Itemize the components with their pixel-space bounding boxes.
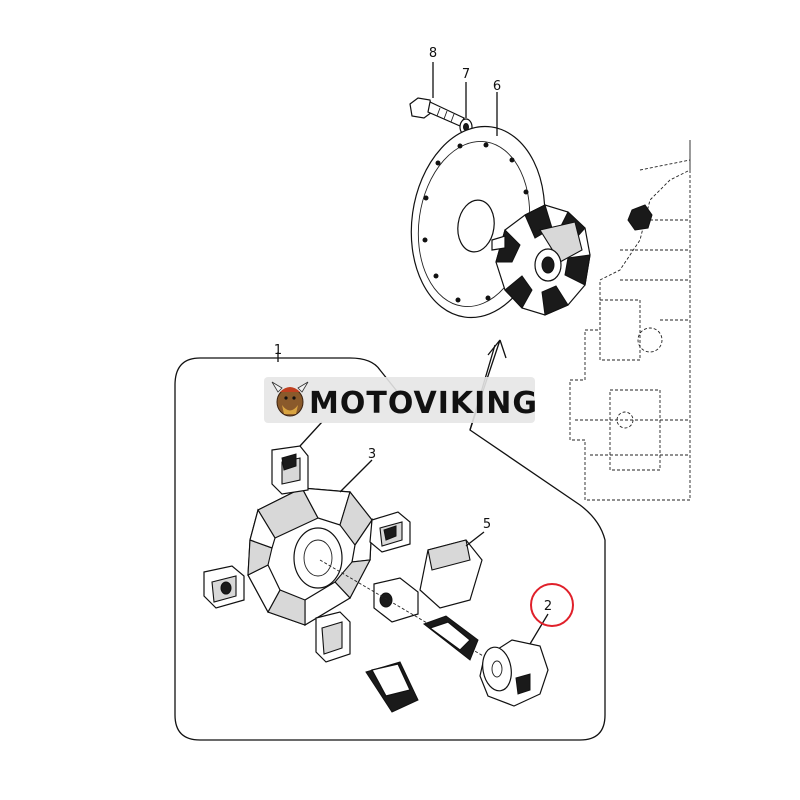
leader-2 [529, 613, 549, 645]
callout-number: 3 [368, 447, 376, 462]
viking-mascot-logo [271, 381, 309, 417]
bolt [409, 97, 465, 127]
hub-part-2 [479, 639, 549, 707]
taper-wedge-lower [365, 661, 419, 713]
brand-name: MOTOVIKING [309, 386, 538, 421]
callout-number: 2 [544, 599, 552, 614]
insert-part-5 [419, 539, 483, 609]
taper-wedge-upper [422, 615, 479, 661]
centre-spacer [373, 577, 419, 623]
kit-group-outline [174, 344, 606, 741]
kit-bracket-right [283, 357, 401, 396]
rubber-block-right [369, 511, 411, 553]
engine-detail-fitting [627, 204, 653, 231]
highlight-circle [530, 583, 574, 627]
callout-number: 6 [493, 79, 501, 94]
engine-block-outline [569, 140, 691, 501]
rubber-block-bottom [315, 611, 351, 663]
leader-3 [339, 459, 373, 493]
brand-watermark: MOTOVIKING [264, 377, 538, 423]
leader-1-pointer [299, 421, 323, 447]
callout-number: 8 [429, 46, 437, 61]
assembled-coupling [491, 204, 591, 316]
leader-5 [465, 531, 485, 547]
callout-number: 5 [483, 517, 491, 532]
rubber-block-top [271, 445, 309, 495]
callout-number: 7 [462, 67, 470, 82]
rubber-block-left [203, 565, 245, 609]
callout-number: 1 [274, 343, 282, 358]
rubber-element [247, 487, 373, 627]
assembly-axis [319, 559, 491, 661]
watermark-background [264, 377, 535, 423]
